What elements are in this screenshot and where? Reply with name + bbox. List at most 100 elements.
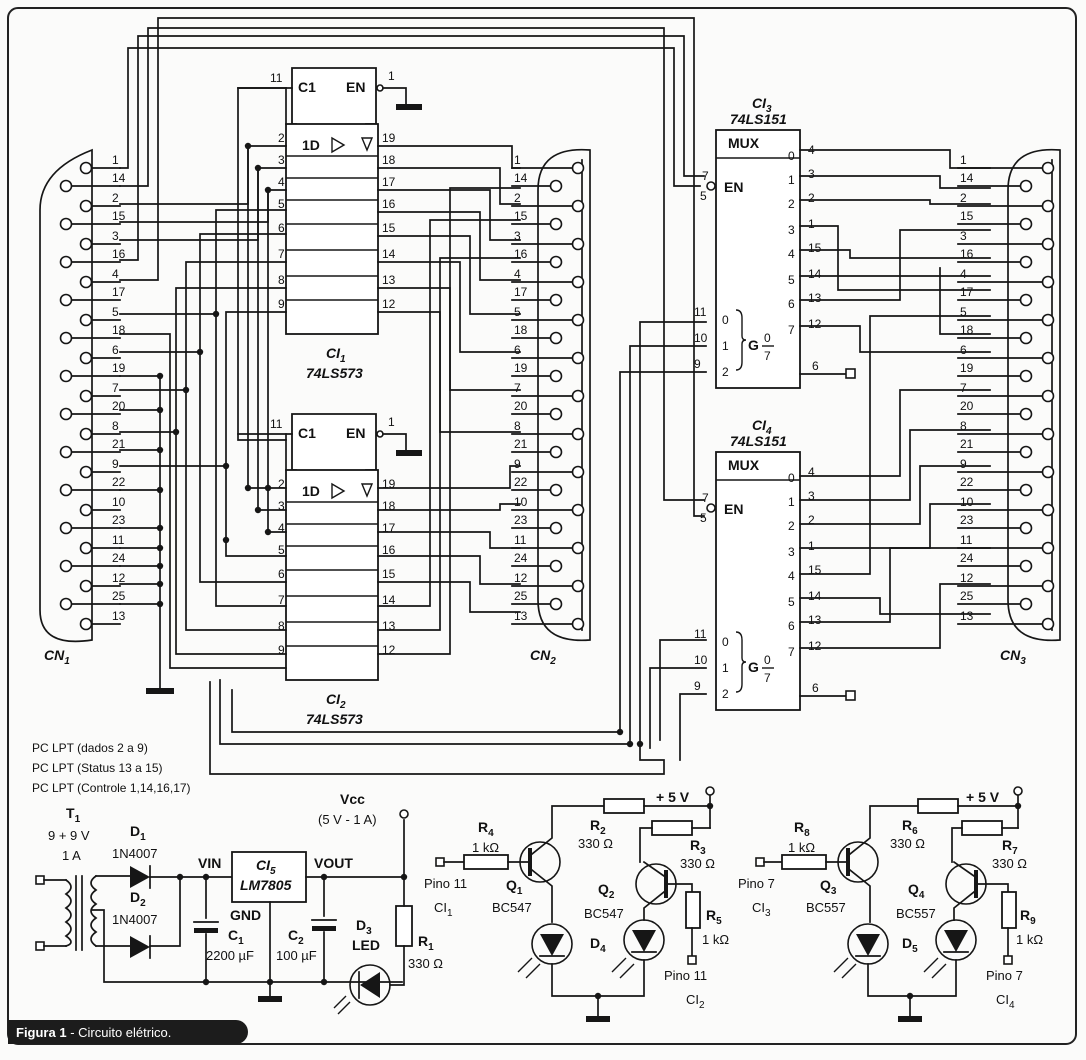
pin-number-label: 6 bbox=[812, 681, 819, 695]
r5-target-pin: Pino 11 bbox=[664, 968, 707, 983]
pin-number-label: 9 bbox=[514, 457, 521, 471]
connector-cn1: 1234567891011121314151617181920212223242… bbox=[39, 148, 174, 694]
svg-text:C1: C1 bbox=[228, 927, 244, 947]
svg-text:CI5: CI5 bbox=[256, 857, 276, 877]
select-index-label: 1 bbox=[722, 339, 729, 353]
input-index-label: 5 bbox=[788, 273, 795, 287]
pin-number-label: 9 bbox=[112, 457, 119, 471]
svg-text:CI4: CI4 bbox=[996, 992, 1015, 1011]
pin-number-label: 6 bbox=[812, 359, 819, 373]
pin-number-label: 12 bbox=[514, 571, 528, 585]
connector-pin bbox=[549, 521, 563, 535]
pin-number-label: 9 bbox=[694, 357, 701, 371]
pin-number-label: 12 bbox=[960, 571, 974, 585]
pin-number-label: 7 bbox=[960, 381, 967, 395]
ac-input-terminal bbox=[35, 941, 45, 951]
connector-pin bbox=[59, 559, 73, 573]
ground-symbol bbox=[258, 996, 282, 1002]
connector-pin bbox=[1019, 521, 1033, 535]
connector-pin bbox=[571, 313, 585, 327]
svg-text:R4: R4 bbox=[478, 819, 494, 839]
svg-text:Figura 1 - Circuito elétrico.: Figura 1 - Circuito elétrico. bbox=[16, 1025, 171, 1040]
pin-number-label: 10 bbox=[694, 653, 708, 667]
junction-dot bbox=[156, 372, 164, 380]
connector-cn2: 1234567891011121314151617181920212223242… bbox=[511, 148, 591, 667]
connector-pin bbox=[549, 369, 563, 383]
vcc-label: Vcc bbox=[340, 791, 365, 807]
r9-target-chip: CI bbox=[996, 992, 1009, 1007]
connector-pin bbox=[571, 579, 585, 593]
en-label: EN bbox=[346, 79, 365, 95]
r3-value: 330 Ω bbox=[680, 856, 715, 871]
connector-pin bbox=[571, 389, 585, 403]
d2-part: 1N4007 bbox=[112, 912, 158, 927]
pin-number-label: 18 bbox=[112, 323, 126, 337]
pin-number-label: 21 bbox=[514, 437, 528, 451]
connector-pin bbox=[1019, 559, 1033, 573]
pin-number-label: 15 bbox=[514, 209, 528, 223]
pin-number-label: 15 bbox=[382, 567, 396, 581]
connector-pin bbox=[79, 161, 93, 175]
pin-number-label: 14 bbox=[382, 247, 396, 261]
pin-number-label: 12 bbox=[382, 297, 396, 311]
c1-label: C1 bbox=[298, 425, 316, 441]
connector-pin bbox=[79, 579, 93, 593]
chip-body bbox=[715, 129, 801, 389]
connector-pin bbox=[1019, 483, 1033, 497]
connector-pin bbox=[1041, 161, 1055, 175]
r2-label: R bbox=[590, 817, 600, 833]
pin-number-label: 16 bbox=[382, 543, 396, 557]
pin-number-label: 3 bbox=[278, 499, 285, 513]
connector-pin bbox=[59, 331, 73, 345]
d4-label: D bbox=[590, 935, 600, 951]
input-index-label: 4 bbox=[788, 569, 795, 583]
c1-value: 2200 µF bbox=[206, 948, 254, 963]
figure-frame bbox=[7, 7, 1077, 1045]
pin-number-label: 1 bbox=[960, 153, 967, 167]
connector-pin bbox=[79, 503, 93, 517]
connector-pin bbox=[59, 293, 73, 307]
transformer-secondary bbox=[90, 874, 98, 948]
pin-number-label: 19 bbox=[382, 477, 396, 491]
transistor-q1-symbol bbox=[519, 841, 561, 883]
r4-source-pin: Pino 11 bbox=[424, 876, 467, 891]
ci5-part: LM7805 bbox=[240, 877, 292, 893]
pin7-output-terminal bbox=[1003, 955, 1013, 965]
junction-dot bbox=[182, 386, 190, 394]
svg-text:D3: D3 bbox=[356, 917, 372, 937]
pin-number-label: 25 bbox=[514, 589, 528, 603]
mux-label: MUX bbox=[728, 457, 760, 473]
connector-pin bbox=[59, 483, 73, 497]
input-index-label: 6 bbox=[788, 619, 795, 633]
ground-symbol bbox=[396, 104, 422, 110]
pin-number-label: 21 bbox=[112, 437, 126, 451]
r8-source-pin: Pino 7 bbox=[738, 876, 775, 891]
svg-text:T1: T1 bbox=[66, 805, 81, 825]
en-label: EN bbox=[724, 501, 743, 517]
pin-number-label: 2 bbox=[808, 191, 815, 205]
pin-number-label: 25 bbox=[112, 589, 126, 603]
connector-pin bbox=[549, 559, 563, 573]
vcc-spec: (5 V - 1 A) bbox=[318, 812, 377, 827]
d2-label: D bbox=[130, 889, 140, 905]
chip-name-label: CI4 bbox=[752, 417, 772, 437]
pin-number-label: 20 bbox=[960, 399, 974, 413]
svg-text:D1: D1 bbox=[130, 823, 146, 843]
connector-label: CN1 bbox=[44, 647, 70, 667]
connector-pin bbox=[1019, 179, 1033, 193]
connector-pin bbox=[549, 483, 563, 497]
c2-plate bbox=[312, 926, 336, 931]
pin-number-label: 11 bbox=[514, 533, 527, 547]
connector-pin bbox=[549, 597, 563, 611]
pin-number-label: 4 bbox=[514, 267, 521, 281]
pin-number-label: 10 bbox=[112, 495, 126, 509]
svg-text:D5: D5 bbox=[902, 935, 918, 955]
junction-dot bbox=[616, 728, 624, 736]
r1-label: R bbox=[418, 933, 428, 949]
r8-value: 1 kΩ bbox=[788, 840, 815, 855]
ground-symbol bbox=[898, 1016, 922, 1022]
pin-number-label: 4 bbox=[278, 521, 285, 535]
g-label: G bbox=[748, 337, 759, 353]
output-terminal bbox=[845, 690, 856, 701]
